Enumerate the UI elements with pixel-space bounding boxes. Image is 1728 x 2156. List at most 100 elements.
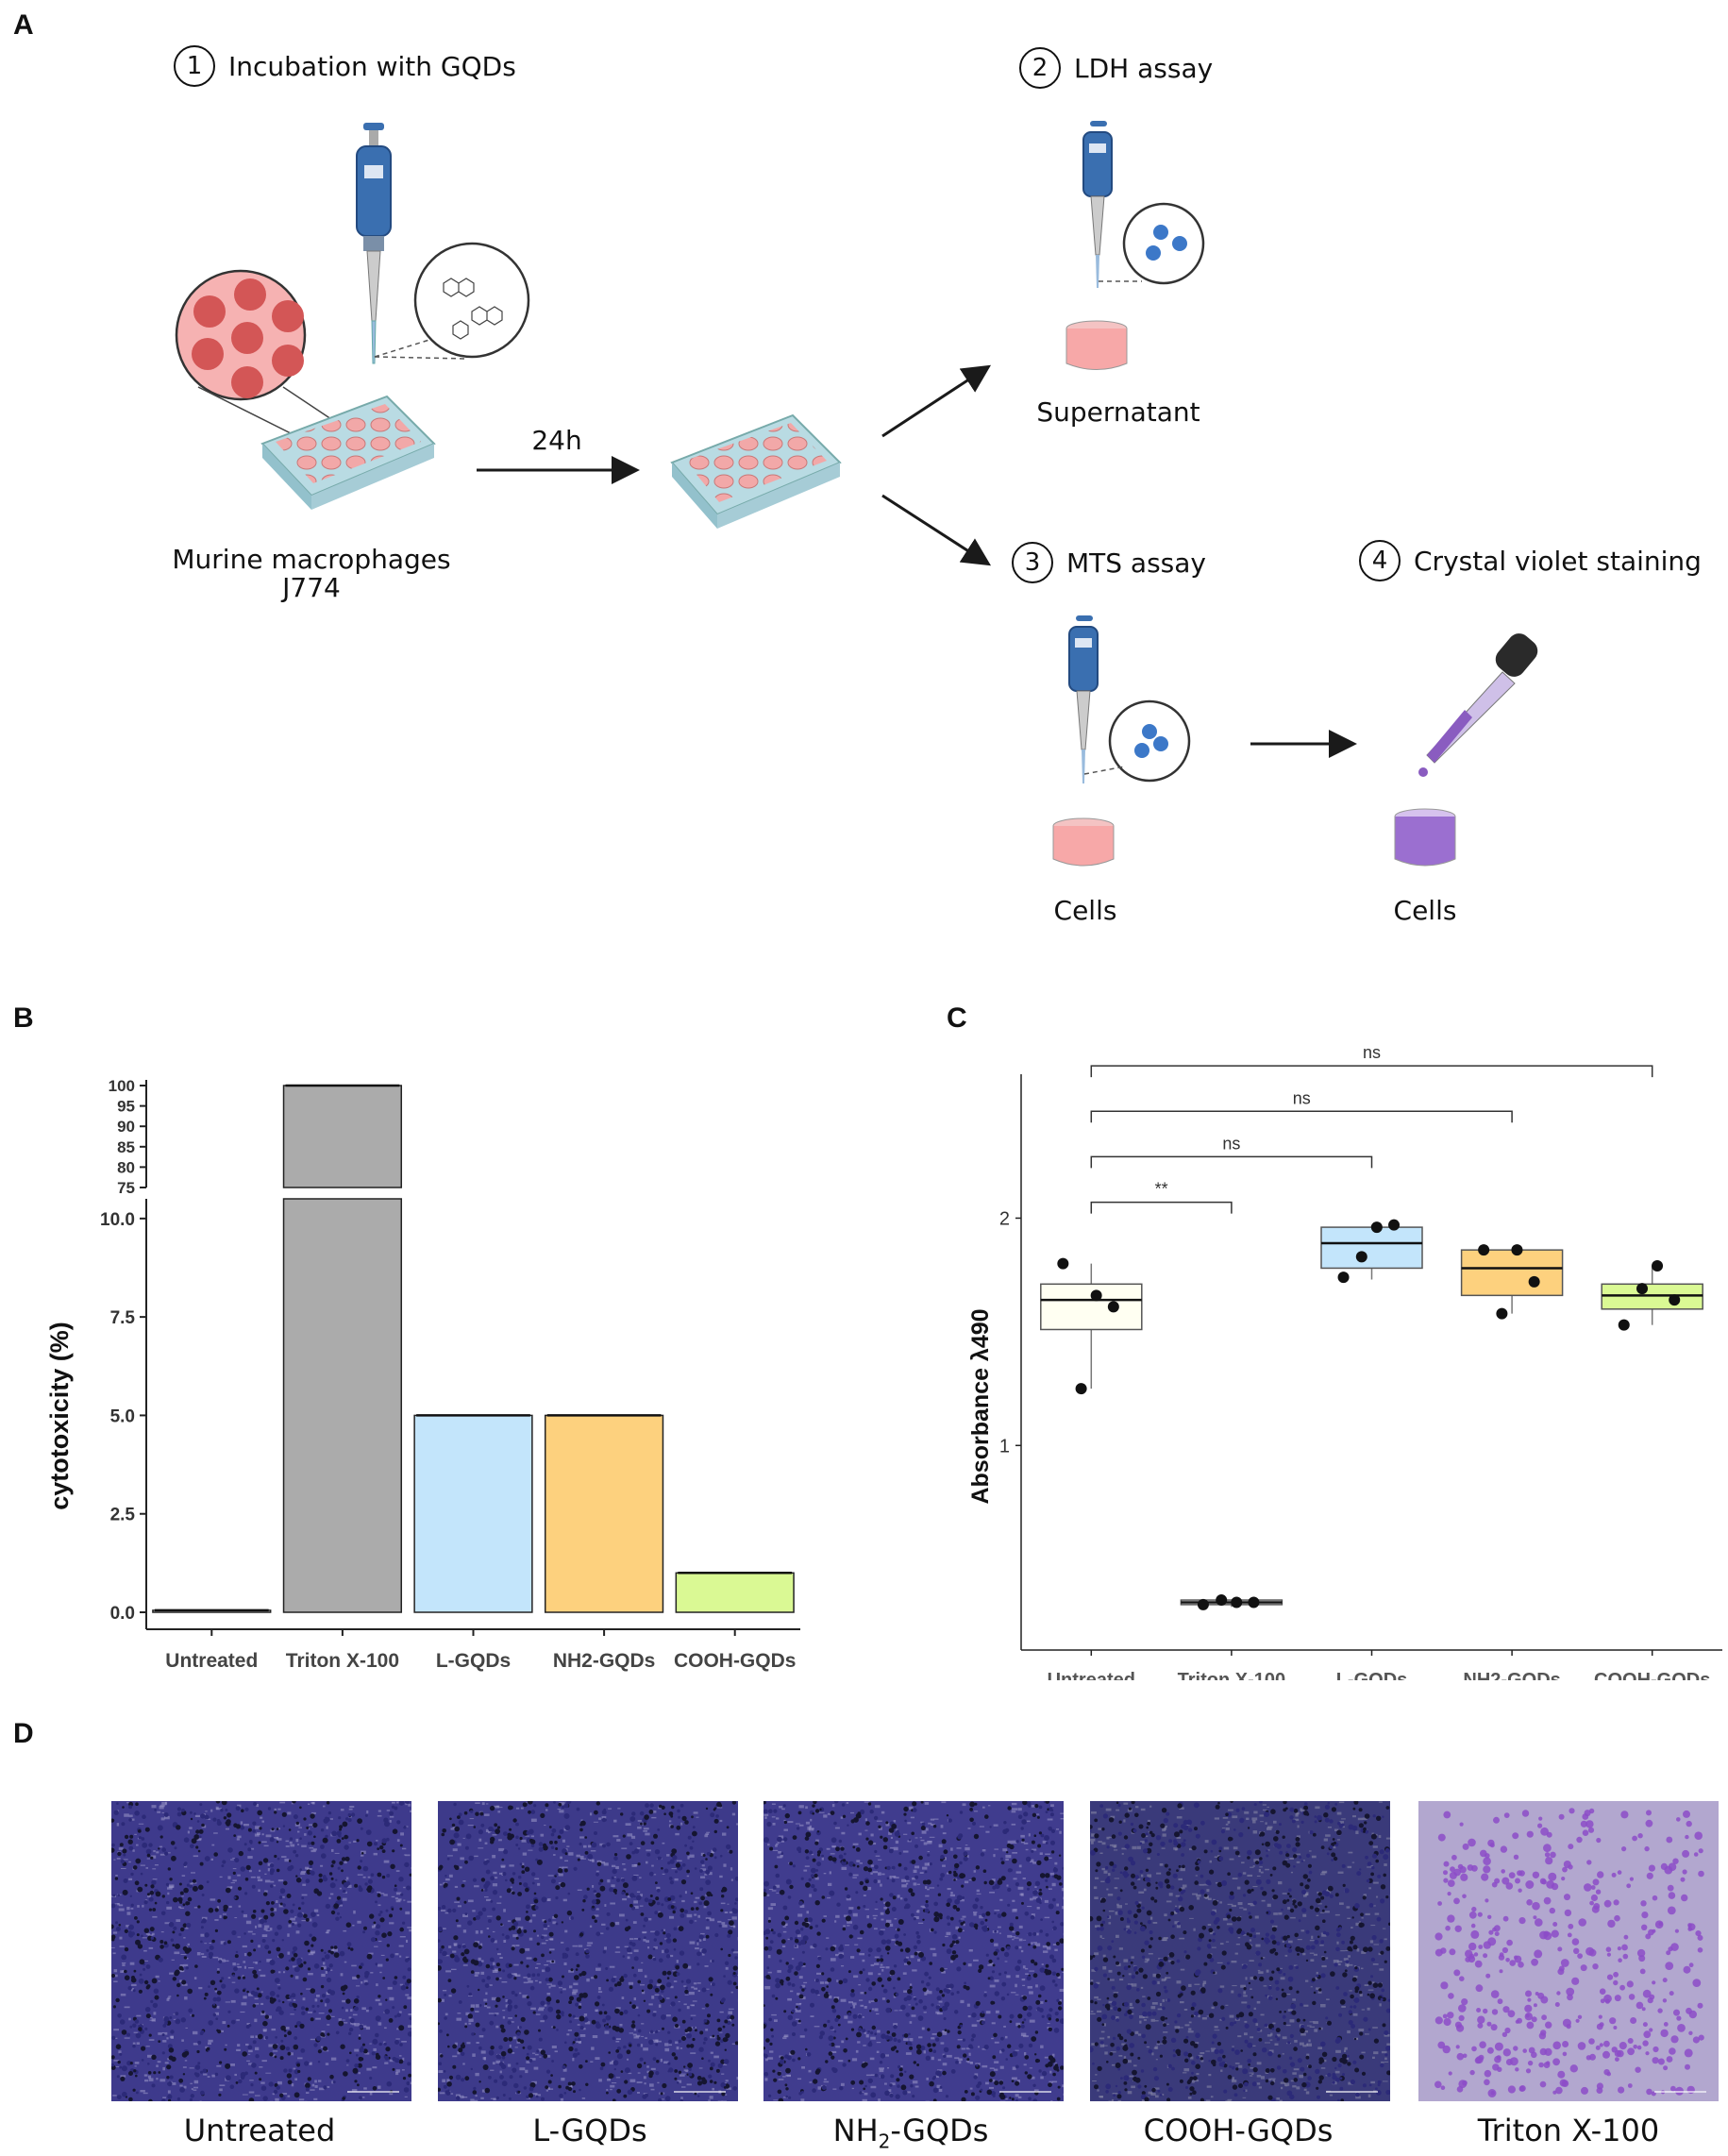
micrograph-label: NH2-GQDs: [760, 2113, 1062, 2152]
data-point: [1216, 1594, 1228, 1607]
bar: [413, 1414, 533, 1613]
pipette-icon: [356, 123, 392, 364]
well-plate-icon: [260, 395, 436, 510]
arrow-icon: [881, 364, 992, 438]
cell-line-label: Murine macrophages: [172, 544, 451, 575]
y-tick-label: 100: [109, 1077, 135, 1095]
step-label: LDH assay: [1074, 52, 1214, 84]
y-tick-label: 2: [999, 1208, 1010, 1229]
y-tick-label: 85: [117, 1138, 135, 1156]
data-point: [1618, 1319, 1630, 1331]
data-point: [1496, 1307, 1508, 1320]
data-point: [1231, 1596, 1243, 1609]
data-point: [1057, 1257, 1069, 1270]
y-axis-label: cytotoxicity (%): [45, 1322, 74, 1510]
step-number: 3: [1012, 542, 1053, 583]
data-point: [1197, 1598, 1209, 1610]
bead-magnifier-icon: [1083, 699, 1191, 783]
cells-label-mts: Cells: [1053, 895, 1117, 926]
step-1: 1 Incubation with GQDs: [174, 45, 516, 87]
y-tick-label: 10.0: [100, 1210, 135, 1230]
dropper-icon: [1418, 633, 1538, 777]
nh-tail: -GQDs: [890, 2113, 989, 2148]
y-tick-label: 5.0: [110, 1406, 135, 1426]
x-tick-label: COOH-GQDs: [674, 1650, 797, 1672]
data-point: [1248, 1596, 1260, 1609]
significance-bracket: [1090, 1065, 1653, 1078]
data-point: [1528, 1275, 1540, 1288]
x-tick-label: Untreated: [165, 1650, 258, 1672]
cell-texture: [763, 1801, 1064, 2101]
bar: [282, 1198, 403, 1613]
data-point: [1511, 1244, 1523, 1256]
bead-magnifier-icon: [1099, 202, 1205, 285]
x-tick-label: Untreated: [1048, 1670, 1135, 1680]
step-3: 3 MTS assay: [1012, 542, 1206, 583]
box: [1040, 1283, 1143, 1331]
x-tick-label: NH2-GQDs: [553, 1650, 656, 1672]
micrograph-image: [438, 1801, 738, 2101]
gqd-magnifier-icon: [374, 242, 530, 360]
micrograph-background: [111, 1801, 411, 2101]
cell-texture: [111, 1801, 411, 2101]
pipette-icon: [1082, 121, 1113, 288]
data-point: [1370, 1221, 1383, 1234]
data-point: [1355, 1251, 1367, 1263]
schematic-drawing: [175, 121, 1538, 867]
cell-texture: [438, 1801, 738, 2101]
y-tick-label: 0.0: [110, 1604, 135, 1624]
step-label: Incubation with GQDs: [228, 50, 516, 82]
nh-subscript: 2: [878, 2130, 891, 2153]
x-tick-label: NH2-GQDs: [1463, 1670, 1560, 1680]
step-label: MTS assay: [1066, 547, 1206, 579]
x-tick-label: L-GQDs: [436, 1650, 511, 1672]
time-label: 24h: [531, 425, 582, 456]
well-plate-icon: [670, 413, 842, 529]
data-point: [1388, 1219, 1401, 1231]
bar: [675, 1572, 795, 1613]
cell-texture: [1090, 1801, 1390, 2101]
y-tick-label: 75: [117, 1179, 135, 1197]
data-point: [1669, 1294, 1681, 1306]
panel-label-d: D: [13, 1718, 34, 1749]
micrograph-image: [763, 1801, 1064, 2101]
cell-line-id: J774: [282, 572, 341, 603]
y-tick-label: 7.5: [110, 1308, 136, 1328]
step-number: 4: [1359, 540, 1401, 581]
x-tick-label: Triton X-100: [286, 1650, 399, 1672]
supernatant-label: Supernatant: [1036, 396, 1200, 428]
panel-label-a: A: [13, 9, 34, 41]
pipette-icon: [1068, 615, 1099, 783]
data-point: [1337, 1272, 1350, 1284]
panel-label-c: C: [947, 1002, 967, 1034]
micrograph-image: [111, 1801, 411, 2101]
cells-label-cv: Cells: [1393, 895, 1457, 926]
y-axis-label: Absorbance λ490: [967, 1308, 994, 1504]
micrograph-label: Untreated: [183, 2113, 336, 2148]
significance-bracket: [1090, 1155, 1373, 1169]
x-tick-label: COOH-GQDs: [1594, 1670, 1710, 1680]
micrograph-label: Triton X-100: [1477, 2113, 1660, 2148]
micrograph-image: [1090, 1801, 1390, 2101]
step-number: 1: [174, 45, 215, 87]
significance-bracket: [1090, 1110, 1513, 1123]
y-tick-label: 1: [999, 1436, 1010, 1457]
significance-label: ns: [1363, 1043, 1381, 1062]
x-tick-label: L-GQDs: [1336, 1670, 1408, 1680]
macrophage-magnifier-icon: [175, 269, 355, 445]
nh-text: NH: [832, 2113, 879, 2148]
box: [1320, 1226, 1423, 1270]
data-point: [1090, 1289, 1102, 1302]
box: [1460, 1249, 1564, 1297]
bar: [544, 1414, 664, 1613]
y-tick-label: 80: [117, 1158, 135, 1176]
cell-dish-icon: [1052, 817, 1115, 867]
y-tick-label: 90: [117, 1118, 135, 1136]
data-point: [1075, 1383, 1087, 1395]
data-point: [1478, 1244, 1490, 1256]
panel-label-b: B: [13, 1002, 34, 1034]
data-point: [1636, 1283, 1649, 1295]
micrograph-label: COOH-GQDs: [1143, 2113, 1334, 2148]
